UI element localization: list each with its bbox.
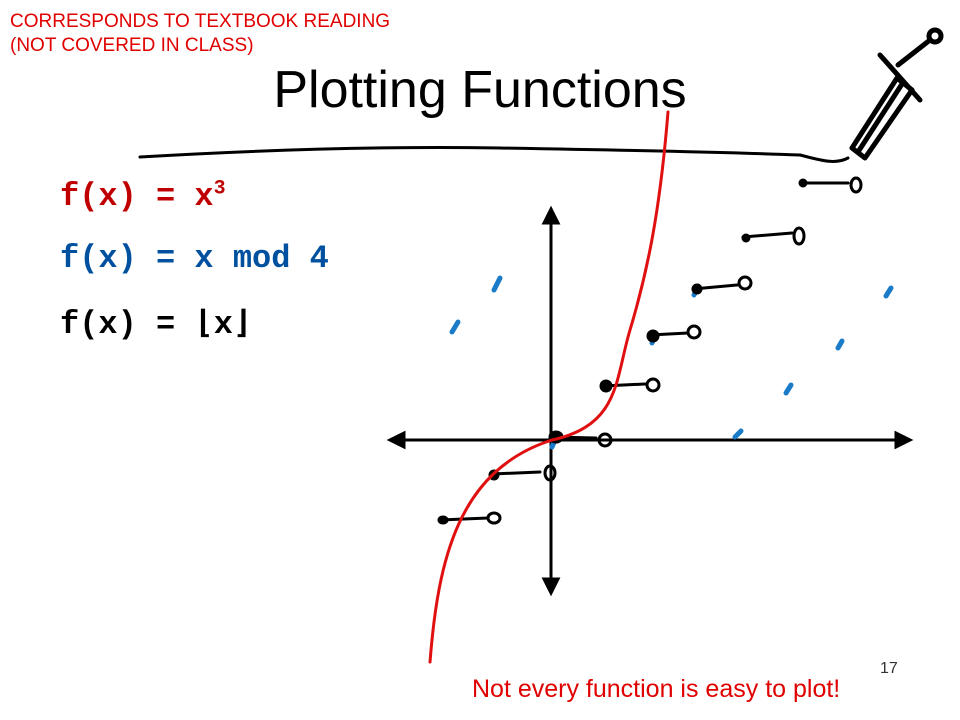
title-underline <box>138 145 850 163</box>
floor-step <box>646 324 702 343</box>
floor-step <box>599 377 661 393</box>
function-floor: f(x) = ⌊x⌋ <box>60 306 253 343</box>
mod-points <box>449 275 894 450</box>
function-cube-exponent: 3 <box>213 177 226 201</box>
axes <box>386 205 914 597</box>
slide-title: Plotting Functions <box>273 61 687 119</box>
footer-caption: Not every function is easy to plot! <box>472 675 841 703</box>
floor-step <box>741 226 806 246</box>
function-cube: f(x) = x3 <box>60 178 226 215</box>
floor-step <box>437 511 502 525</box>
floor-step <box>798 176 863 194</box>
floor-step <box>691 275 753 295</box>
textbook-note: CORRESPONDS TO TEXTBOOK READING (NOT COV… <box>10 10 390 58</box>
note-line-2: (NOT COVERED IN CLASS) <box>10 35 254 56</box>
sword-icon <box>849 27 944 161</box>
function-cube-text: f(x) = x <box>60 178 214 215</box>
cube-curve <box>428 110 670 664</box>
note-line-1: CORRESPONDS TO TEXTBOOK READING <box>10 11 391 32</box>
page-number: 17 <box>880 660 898 677</box>
floor-steps <box>437 176 863 525</box>
function-mod: f(x) = x mod 4 <box>60 240 329 277</box>
